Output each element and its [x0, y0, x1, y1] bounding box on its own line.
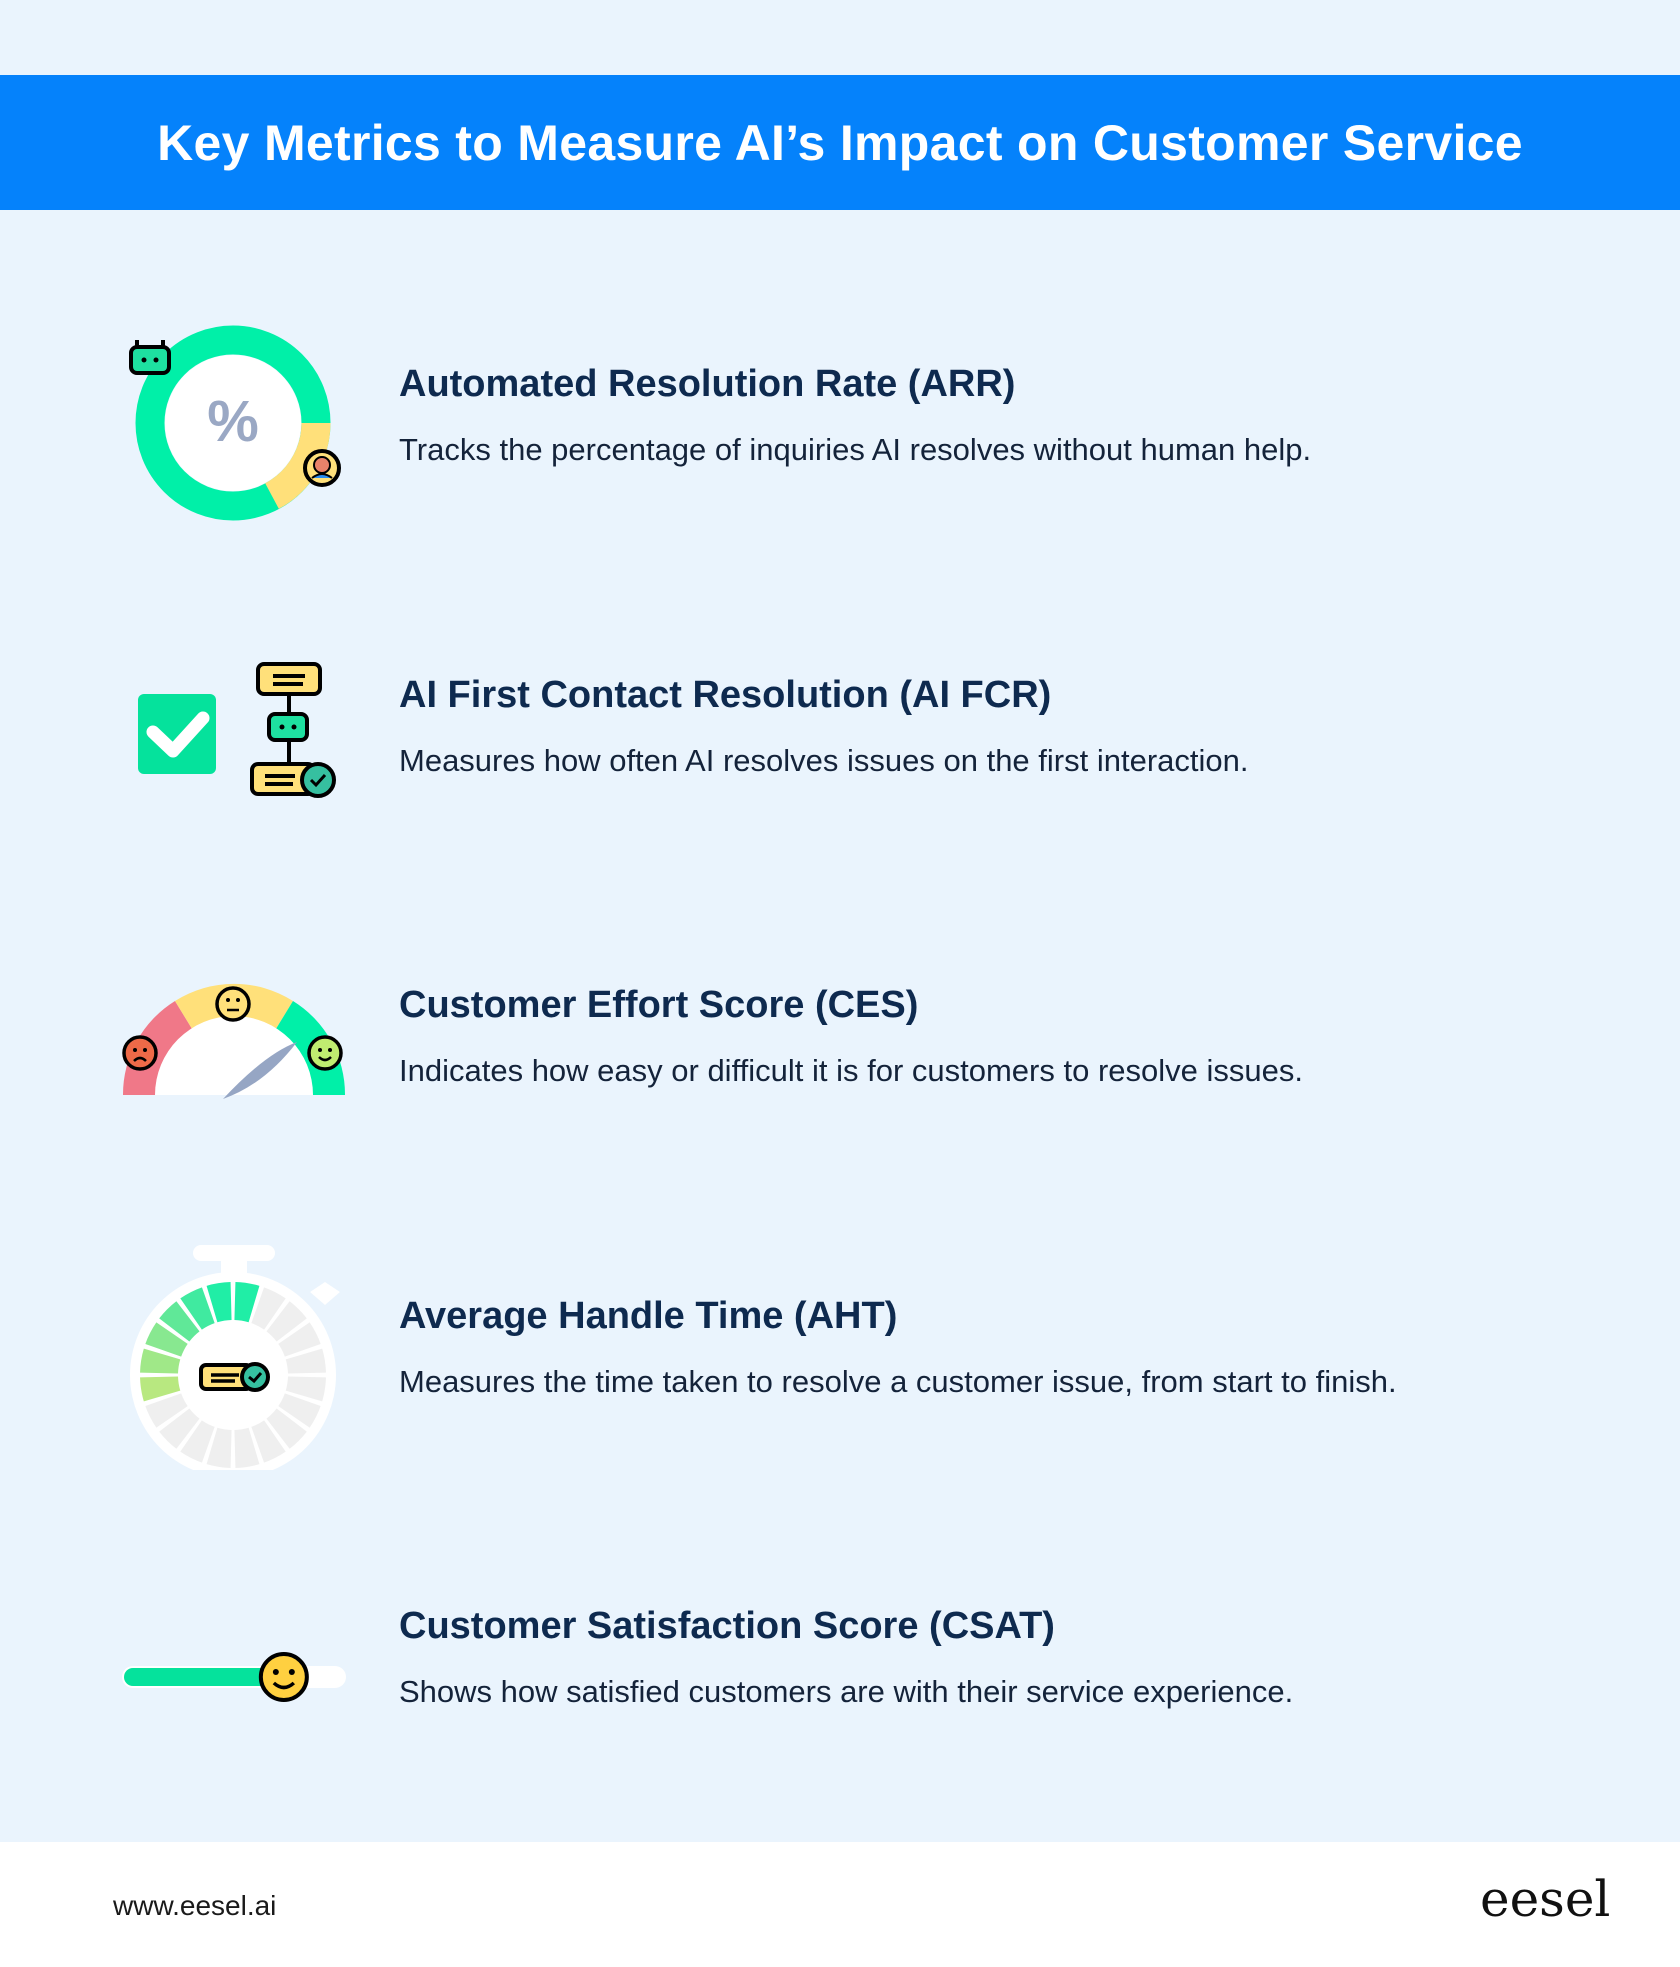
metric-title: Average Handle Time (AHT) — [399, 1295, 898, 1337]
time-segment — [140, 1376, 181, 1402]
neutral-face-icon — [215, 986, 251, 1022]
percent-donut-icon: % — [129, 325, 341, 521]
time-segment — [278, 1393, 321, 1428]
metric-description: Measures how often AI resolves issues on… — [399, 743, 1249, 778]
metric-aht: Average Handle Time (AHT) Measures the t… — [0, 1245, 1680, 1470]
metric-ces: Customer Effort Score (CES) Indicates ho… — [0, 944, 1680, 1144]
stopwatch-icon — [130, 1245, 340, 1470]
time-segment — [206, 1282, 232, 1323]
time-segment — [251, 1287, 286, 1330]
time-segment — [180, 1420, 215, 1463]
percent-symbol: % — [207, 389, 259, 454]
metric-title: Customer Satisfaction Score (CSAT) — [399, 1605, 1055, 1647]
metric-ai-fcr: AI First Contact Resolution (AI FCR) Mea… — [0, 634, 1680, 834]
metric-description: Tracks the percentage of inquiries AI re… — [399, 432, 1312, 467]
eesel-logo: eesel — [1480, 1870, 1611, 1928]
time-segment — [266, 1301, 307, 1342]
gauge-icon — [122, 983, 346, 1099]
page-title: Key Metrics to Measure AI’s Impact on Cu… — [157, 114, 1523, 171]
metric-title: Automated Resolution Rate (ARR) — [399, 363, 1016, 405]
checkbox-icon — [138, 694, 216, 774]
time-segment — [159, 1408, 200, 1449]
metric-description: Shows how satisfied customers are with t… — [399, 1674, 1294, 1709]
slider-fill — [124, 1668, 284, 1686]
time-segment — [145, 1322, 188, 1357]
time-segment — [251, 1420, 286, 1463]
time-segment — [266, 1408, 307, 1449]
time-segment — [285, 1348, 326, 1374]
metric-description: Indicates how easy or difficult it is fo… — [399, 1053, 1303, 1088]
time-segment — [234, 1282, 260, 1323]
time-segment — [278, 1322, 321, 1357]
time-segment — [140, 1348, 181, 1374]
sad-face-icon — [122, 1035, 158, 1071]
website-link[interactable]: www.eesel.ai — [113, 1890, 277, 1921]
user-icon — [303, 449, 341, 487]
robot-icon — [129, 340, 171, 375]
metric-title: Customer Effort Score (CES) — [399, 984, 919, 1026]
time-segment — [180, 1287, 215, 1330]
metric-arr: % Automated Resolution Rate (ARR) Tracks… — [0, 323, 1680, 523]
time-segment — [234, 1427, 260, 1468]
smiley-face-icon — [258, 1652, 309, 1702]
footer: www.eesel.ai eesel — [0, 1842, 1680, 1967]
checkbox-flow-icon — [138, 662, 336, 798]
satisfaction-slider-icon — [122, 1652, 346, 1702]
time-segment — [145, 1393, 188, 1428]
metric-description: Measures the time taken to resolve a cus… — [399, 1364, 1397, 1399]
time-segment — [285, 1376, 326, 1402]
metric-title: AI First Contact Resolution (AI FCR) — [399, 674, 1052, 716]
header-banner: Key Metrics to Measure AI’s Impact on Cu… — [0, 75, 1680, 210]
time-segment — [206, 1427, 232, 1468]
time-segment — [159, 1301, 200, 1342]
happy-face-icon — [307, 1035, 343, 1071]
metric-csat: Customer Satisfaction Score (CSAT) Shows… — [0, 1565, 1680, 1765]
